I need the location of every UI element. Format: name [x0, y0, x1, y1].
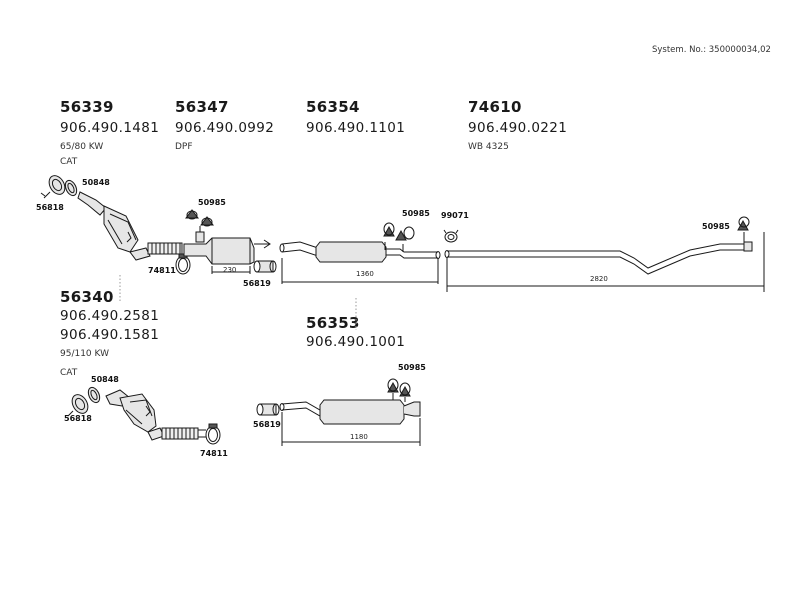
label-hanger-clamp: 99071 — [441, 211, 469, 220]
oem-number-56353: 906.490.1001 — [306, 334, 406, 350]
oem-number-56340-a: 906.490.2581 — [60, 308, 160, 324]
clamp-icon — [40, 175, 66, 199]
note-cat-56340: CAT — [60, 368, 78, 378]
flex-pipe-bottom — [161, 427, 206, 440]
label-clamp-top: 56818 — [36, 203, 64, 212]
ring-clamp-icon — [205, 423, 221, 445]
dimension-rear-silencer: 1180 — [350, 433, 368, 441]
label-ring-clamp-bottom: 74811 — [200, 449, 228, 458]
note-dpf-56347: DPF — [175, 142, 193, 152]
flex-pipe-top — [147, 242, 183, 255]
note-cat-56339: CAT — [60, 157, 78, 167]
catalytic-converter-bottom — [105, 389, 165, 441]
label-mount-dpf: 50985 — [198, 198, 226, 207]
label-gasket-bottom: 50848 — [91, 375, 119, 384]
label-mount-rear: 50985 — [702, 222, 730, 231]
catalytic-converter-top — [77, 191, 151, 261]
part-number-74610: 74610 — [468, 98, 522, 116]
system-number: System. No.: 350000034,02 — [652, 45, 771, 55]
dimension-line-silencer — [281, 412, 421, 446]
part-number-56354: 56354 — [306, 98, 360, 116]
label-sleeve-top: 56819 — [243, 279, 271, 288]
note-wb-74610: WB 4325 — [468, 142, 509, 152]
part-number-56340: 56340 — [60, 288, 114, 306]
dimension-line-dpf — [211, 266, 251, 274]
part-number-56339: 56339 — [60, 98, 114, 116]
clamp-icon — [67, 394, 89, 417]
mount-rubber-icon — [185, 209, 214, 227]
oem-number-56347: 906.490.0992 — [175, 120, 275, 136]
ring-clamp-icon — [175, 253, 191, 275]
note-power-56339: 65/80 KW — [60, 142, 104, 152]
variant-separator — [119, 275, 357, 330]
dimension-dpf: 230 — [223, 266, 237, 274]
label-mount-middle: 50985 — [402, 209, 430, 218]
oem-number-56354: 906.490.1101 — [306, 120, 406, 136]
rear-silencer — [279, 399, 421, 425]
oem-number-74610: 906.490.0221 — [468, 120, 568, 136]
rear-pipe — [444, 241, 753, 275]
oem-number-56340-b: 906.490.1581 — [60, 327, 160, 343]
label-gasket-top: 50848 — [82, 178, 110, 187]
mount-rubber-icon — [737, 216, 750, 242]
gasket-icon — [64, 179, 78, 197]
note-power-56340: 95/110 KW — [60, 349, 110, 359]
sleeve-icon — [253, 260, 277, 273]
dimension-middle-pipe: 1360 — [356, 270, 374, 278]
part-number-56347: 56347 — [175, 98, 229, 116]
label-clamp-bottom: 56818 — [64, 414, 92, 423]
dpf-filter — [183, 226, 271, 265]
gasket-icon — [87, 386, 101, 404]
dimension-rear-pipe: 2820 — [590, 275, 608, 283]
mount-rubber-icon — [383, 222, 415, 252]
dimension-line-rear — [446, 232, 765, 292]
label-sleeve-bottom: 56819 — [253, 420, 281, 429]
label-mount-silencer: 50985 — [398, 363, 426, 372]
label-ring-clamp-top: 74811 — [148, 266, 176, 275]
sleeve-icon — [256, 403, 280, 416]
mount-rubber-icon — [387, 378, 411, 402]
oem-number-56339: 906.490.1481 — [60, 120, 160, 136]
part-number-56353: 56353 — [306, 314, 360, 332]
dimension-line-middle — [281, 258, 439, 284]
hanger-clamp-icon — [443, 229, 459, 243]
middle-silencer — [279, 241, 441, 263]
